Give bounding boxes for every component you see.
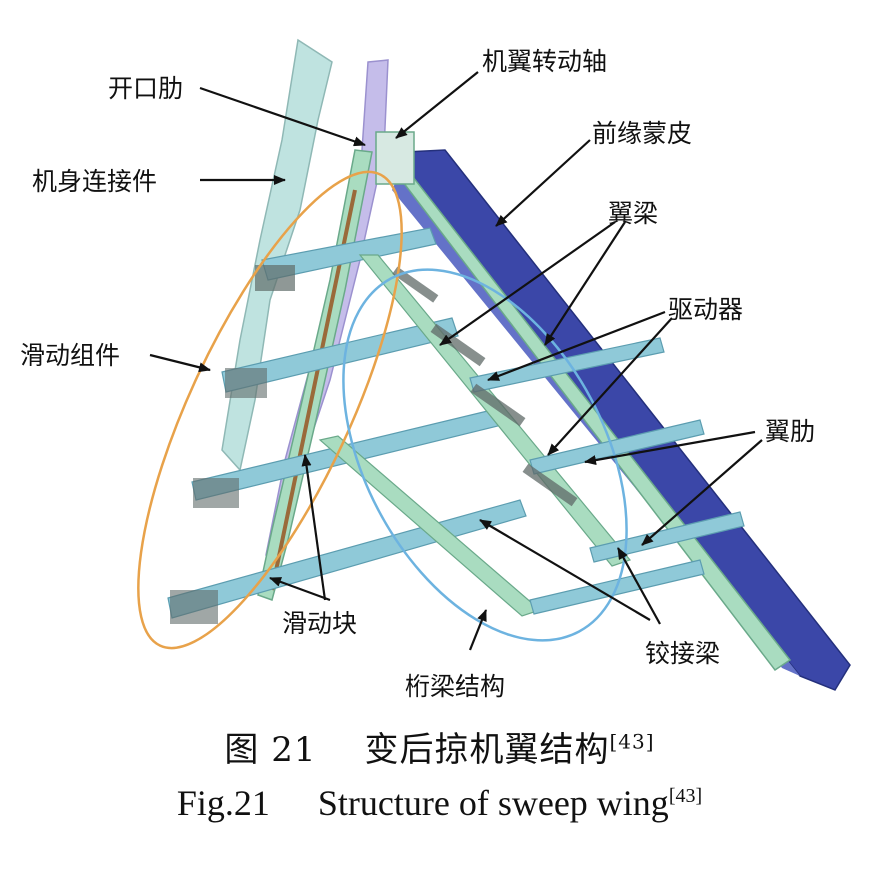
caption-zh-prefix: 图 21 <box>224 730 317 770</box>
slider-block-c <box>193 478 239 508</box>
truss-rib-3 <box>589 511 745 563</box>
leader-arrows <box>149 71 763 651</box>
slide-rib-2 <box>221 317 459 393</box>
fuselage-plate <box>221 38 333 472</box>
caption-en-ref: [43] <box>668 785 703 807</box>
label-fuselage-connector: 机身连接件 <box>32 167 157 196</box>
caption-zh-title: 变后掠机翼结构 <box>364 730 610 770</box>
truss-spar-2 <box>318 435 542 617</box>
label-wing-pivot-shaft: 机翼转动轴 <box>482 47 607 76</box>
label-truss-structure: 桁梁结构 <box>405 672 505 701</box>
slider-block-d <box>170 590 218 624</box>
label-opening-rib: 开口肋 <box>108 74 183 103</box>
caption-english: Fig.21 Structure of sweep wing[43] <box>0 782 879 824</box>
caption-en-title: Structure of sweep wing <box>317 783 669 823</box>
label-wing-rib: 翼肋 <box>765 417 815 446</box>
label-slider-block: 滑动块 <box>282 609 357 638</box>
label-leading-edge-skin: 前缘蒙皮 <box>592 119 692 148</box>
label-actuator: 驱动器 <box>668 295 743 324</box>
actuator-group <box>392 266 578 507</box>
caption-en-prefix: Fig.21 <box>176 783 270 823</box>
slider-block-b <box>225 368 267 398</box>
slider-block-a <box>255 265 295 291</box>
caption-zh-ref: [43] <box>609 729 655 754</box>
truss-structure-ellipse <box>342 268 628 642</box>
label-wing-spar: 翼梁 <box>608 199 658 228</box>
label-sliding-assembly: 滑动组件 <box>20 341 120 370</box>
caption-chinese: 图 21 变后掠机翼结构[43] <box>0 722 879 771</box>
truss-rib-1 <box>469 337 665 393</box>
label-hinged-beam: 铰接梁 <box>645 639 720 668</box>
sliding-assembly-ellipse <box>137 170 403 650</box>
